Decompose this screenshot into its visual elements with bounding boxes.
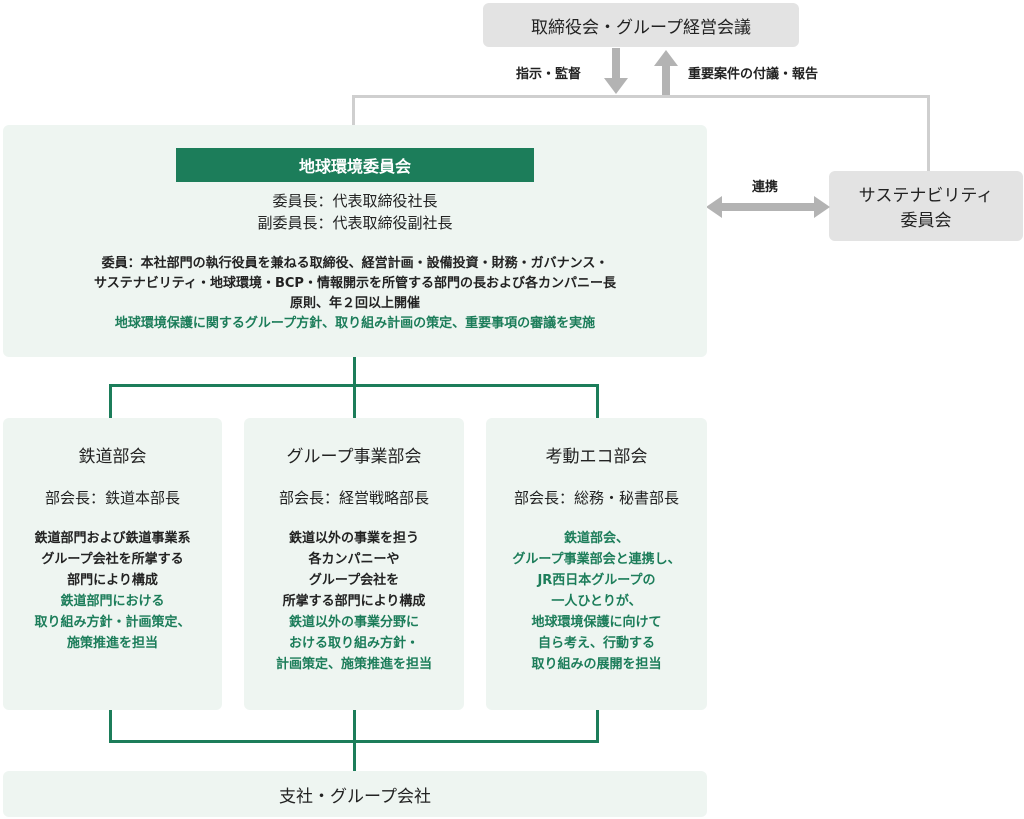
committee-chairs: 委員長：代表取締役社長 副委員長：代表取締役副社長 (3, 190, 707, 234)
connector-to-eco (596, 384, 599, 418)
subcommittee-railway-name: 鉄道部会 (78, 447, 147, 467)
branches-label: 支社・グループ会社 (279, 786, 431, 807)
eco-role-7: 取り組みの展開を担当 (531, 657, 662, 672)
group-composition-2: 各カンパニーや (308, 552, 400, 567)
railway-composition-3: 部門により構成 (67, 573, 158, 588)
sustainability-committee-box: サステナビリティ 委員会 (829, 171, 1023, 241)
committee-chair: 委員長：代表取締役社長 (272, 192, 438, 210)
up-arrow (654, 50, 678, 96)
subcommittee-group-business: グループ事業部会 部会長：経営戦略部長 鉄道以外の事業を担う 各カンパニーや グ… (244, 418, 464, 710)
eco-role-3: JR西日本グループの (537, 573, 656, 588)
eco-role-4: 一人ひとりが、 (551, 594, 642, 609)
group-composition-3: グループ会社を (308, 573, 400, 588)
subcommittee-group-name: グループ事業部会 (286, 447, 422, 467)
eco-role-6: 自ら考え、行動する (537, 636, 655, 651)
committee-members: 委員：本社部門の執行役員を兼ねる取締役、経営計画・設備投資・財務・ガバナンス・ … (3, 254, 707, 334)
eco-role-1: 鉄道部会、 (563, 531, 629, 546)
committee-vice-chair: 副委員長：代表取締役副社長 (257, 214, 453, 232)
environment-committee-title: 地球環境委員会 (176, 148, 534, 182)
committee-down-connector (353, 357, 356, 386)
committee-purpose: 地球環境保護に関するグループ方針、取り組み計画の策定、重要事項の審議を実施 (114, 316, 596, 331)
subcommittee-eco-head: 部会長：総務・秘書部長 (513, 489, 679, 507)
subcommittee-group-desc: 鉄道以外の事業を担う 各カンパニーや グループ会社を 所掌する部門により構成 鉄… (244, 528, 464, 675)
eco-down-connector (596, 710, 599, 742)
board-label: 取締役会・グループ経営会議 (531, 17, 751, 38)
committee-members-line-2: サステナビリティ・地球環境・BCP・情報開示を所管する部門の長および各カンパニー… (94, 276, 616, 291)
top-connector-left-drop (352, 95, 355, 125)
down-arrow (604, 48, 628, 96)
group-role-2: おける取り組み方針・ (288, 636, 419, 651)
group-role-1: 鉄道以外の事業分野に (288, 615, 419, 630)
sustainability-line-1: サステナビリティ (858, 186, 994, 206)
committee-members-line-1: 委員：本社部門の執行役員を兼ねる取締役、経営計画・設備投資・財務・ガバナンス・ (101, 256, 609, 271)
board-box: 取締役会・グループ経営会議 (483, 3, 799, 47)
subcommittee-group-head: 部会長：経営戦略部長 (278, 489, 429, 507)
branches-box: 支社・グループ会社 (3, 771, 707, 817)
subcommittee-eco-action: 考動エコ部会 部会長：総務・秘書部長 鉄道部会、 グループ事業部会と連携し、 J… (486, 418, 707, 710)
cooperation-arrow (706, 196, 830, 218)
subcommittee-eco-name: 考動エコ部会 (545, 447, 648, 467)
subcommittee-railway: 鉄道部会 部会長：鉄道本部長 鉄道部門および鉄道事業系 グループ会社を所掌する … (3, 418, 222, 710)
group-role-3: 計画策定、施策推進を担当 (275, 657, 432, 672)
sustainability-line-2: 委員会 (900, 211, 952, 231)
railway-composition-1: 鉄道部門および鉄道事業系 (34, 531, 191, 546)
group-composition-1: 鉄道以外の事業を担う (288, 531, 419, 546)
cooperation-label: 連携 (752, 180, 779, 195)
railway-role-2: 取り組み方針・計画策定、 (34, 615, 191, 630)
eco-role-5: 地球環境保護に向けて (531, 615, 662, 630)
subcommittee-railway-desc: 鉄道部門および鉄道事業系 グループ会社を所掌する 部門により構成 鉄道部門におけ… (3, 528, 222, 654)
railway-role-3: 施策推進を担当 (66, 636, 158, 651)
down-arrow-label: 指示・監督 (516, 67, 582, 82)
environment-committee-title-text: 地球環境委員会 (298, 157, 411, 176)
subcommittee-railway-head: 部会長：鉄道本部長 (44, 489, 180, 507)
subcommittee-eco-desc: 鉄道部会、 グループ事業部会と連携し、 JR西日本グループの 一人ひとりが、 地… (486, 528, 707, 675)
connector-to-rail (109, 384, 112, 418)
rail-down-connector (109, 710, 112, 742)
group-composition-4: 所掌する部門により構成 (282, 594, 426, 609)
committee-meeting-frequency: 原則、年２回以上開催 (289, 296, 420, 311)
up-arrow-label: 重要案件の付議・報告 (688, 67, 819, 82)
railway-composition-2: グループ会社を所掌する (41, 552, 184, 567)
connector-to-group (353, 384, 356, 418)
group-down-connector (353, 710, 356, 771)
railway-role-1: 鉄道部門における (60, 594, 165, 609)
top-connector-right-drop (927, 95, 930, 171)
top-connector-horizontal (352, 95, 930, 98)
eco-role-2: グループ事業部会と連携し、 (512, 552, 681, 567)
